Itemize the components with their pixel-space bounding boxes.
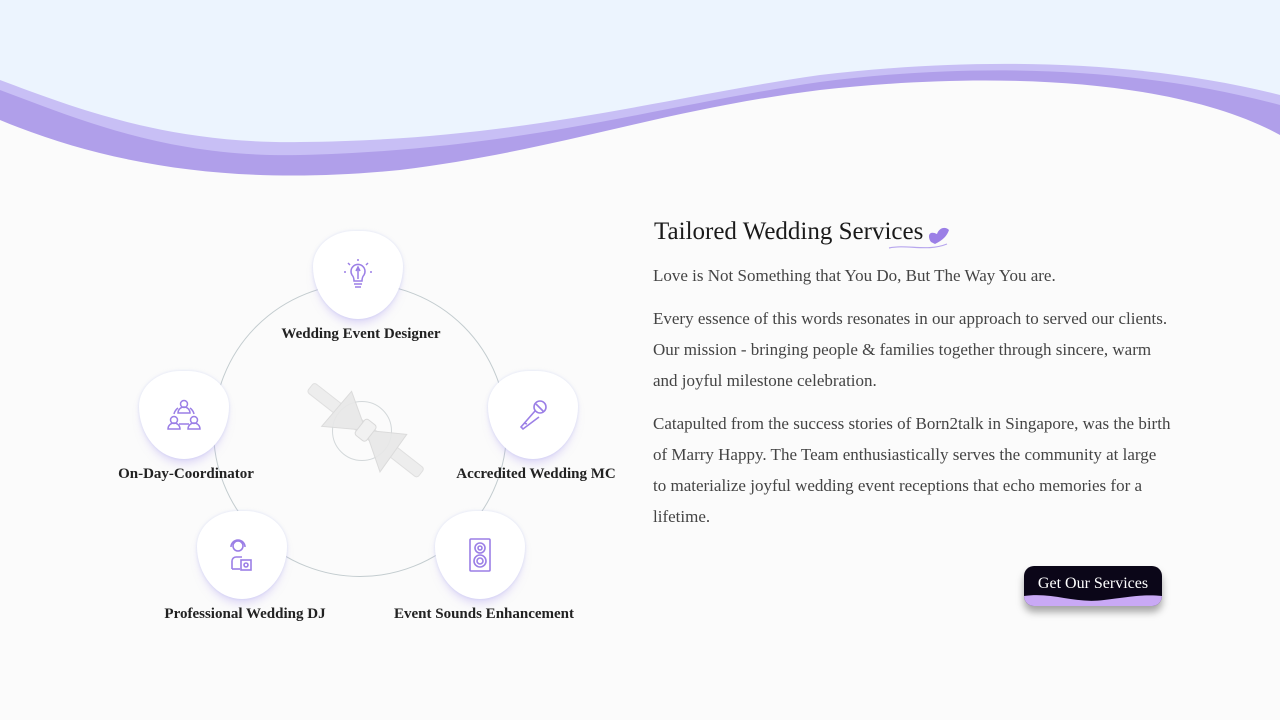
history-paragraph: Catapulted from the success stories of B… (653, 414, 1171, 526)
tagline: Love is Not Something that You Do, But T… (653, 266, 1056, 285)
button-wave (1024, 595, 1162, 606)
dj-icon (230, 539, 252, 571)
bow-tie-image (307, 383, 424, 478)
microphone-icon (519, 400, 547, 431)
service-icon-coordinator[interactable] (139, 371, 229, 459)
service-icon-dj[interactable] (197, 511, 287, 599)
service-label: Professional Wedding DJ (164, 606, 326, 622)
button-label: Get Our Services (1037, 575, 1149, 592)
header-wave (0, 0, 1280, 190)
inner-ring (332, 401, 392, 461)
about-section: Tailored Wedding Services Love is Not So… (653, 218, 1173, 532)
service-label: Accredited Wedding MC (456, 466, 616, 482)
get-our-services-button[interactable]: Get Our Services (1024, 566, 1162, 606)
service-label: Event Sounds Enhancement (393, 606, 575, 622)
service-icon-mc[interactable] (488, 371, 578, 459)
lightbulb-pencil-icon (344, 259, 372, 288)
team-network-icon (167, 399, 201, 430)
service-icon-designer[interactable] (313, 231, 403, 319)
butterfly-icon (889, 227, 950, 249)
mission-paragraph: Every essence of this words resonates in… (653, 309, 1168, 390)
service-label: Wedding Event Designer (281, 326, 441, 342)
speaker-icon (469, 538, 491, 572)
section-title: Tailored Wedding Services (654, 218, 950, 249)
service-label: On-Day-Coordinator (118, 466, 254, 482)
service-icon-sounds[interactable] (435, 511, 525, 599)
